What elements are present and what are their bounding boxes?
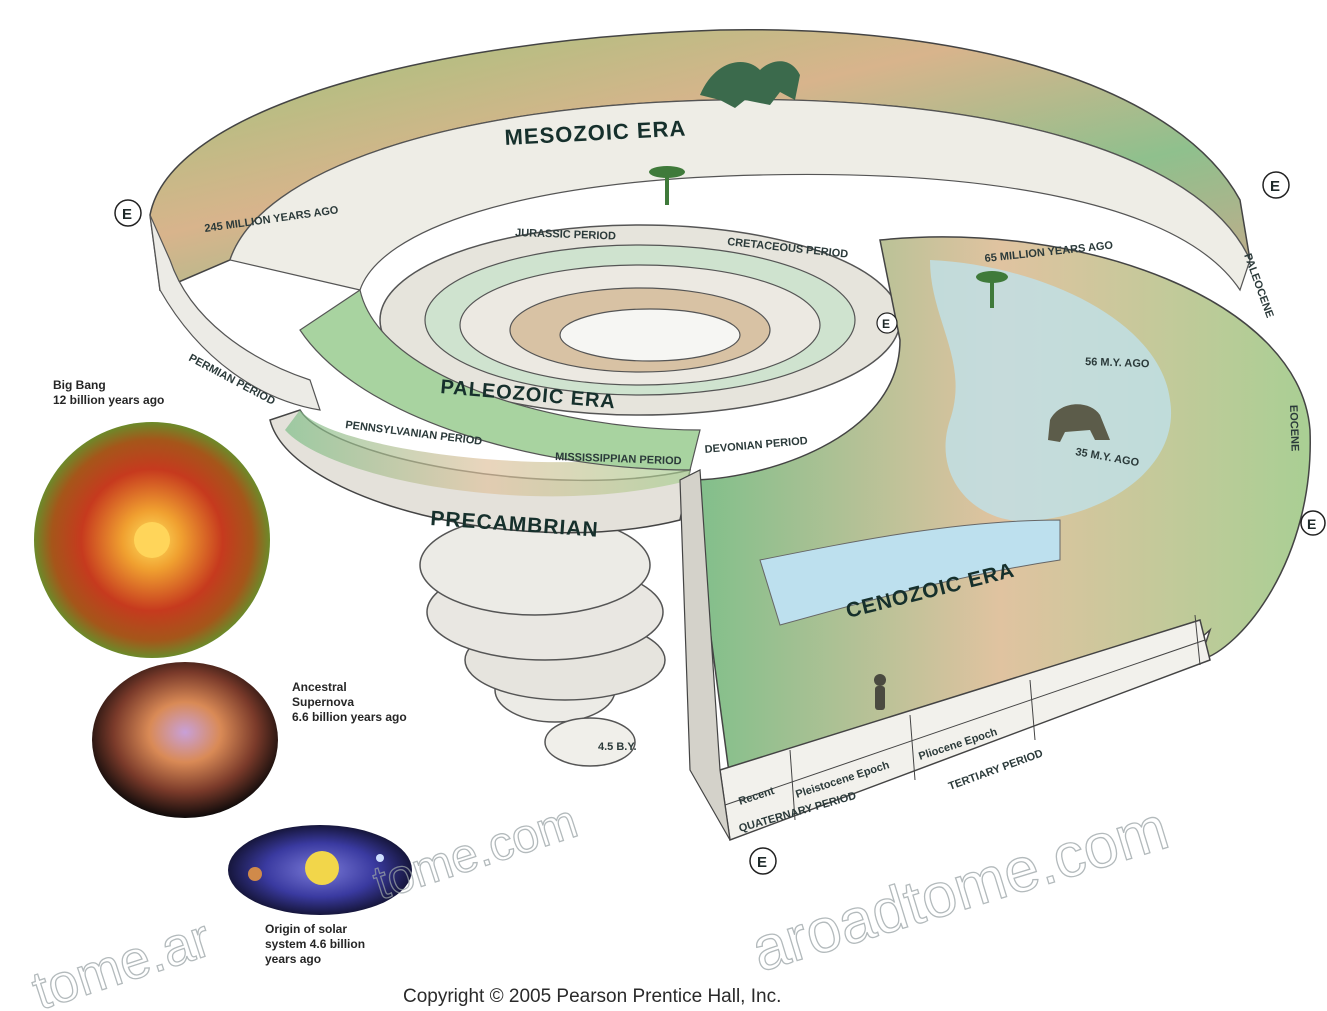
epoch-label-paleocene: PALEOCENE	[1241, 252, 1275, 320]
big-bang-caption-line2: 12 billion years ago	[53, 393, 164, 408]
marker-e-bottom: E	[750, 848, 776, 874]
supernova-caption-line1: Ancestral	[292, 680, 407, 695]
solar-caption-line1: Origin of solar	[265, 922, 365, 937]
period-label-tertiary: TERTIARY PERIOD	[947, 747, 1045, 792]
supernova-image	[92, 662, 278, 818]
marker-e-left: E	[115, 200, 141, 226]
solar-caption-line2: system 4.6 billion	[265, 937, 365, 952]
svg-text:E: E	[1307, 516, 1316, 532]
human-icon	[874, 674, 886, 710]
svg-text:tome.ar: tome.ar	[25, 908, 218, 1011]
marker-e-right-top: E	[1263, 172, 1289, 198]
marker-e-inner: E	[877, 313, 897, 333]
period-label-devonian: DEVONIAN PERIOD	[704, 435, 808, 456]
supernova-caption-line2: Supernova	[292, 695, 407, 710]
svg-text:E: E	[1270, 178, 1280, 195]
big-bang-image	[34, 422, 270, 658]
epoch-label-eocene: EOCENE	[1287, 405, 1301, 452]
solar-caption-line3: years ago	[265, 952, 365, 967]
age-label-4-5by: 4.5 B.Y.	[598, 741, 637, 753]
supernova-caption: Ancestral Supernova 6.6 billion years ag…	[292, 680, 407, 725]
watermark: aroadtome.com tome.ar tome.com	[25, 793, 1176, 1011]
solar-system-caption: Origin of solar system 4.6 billion years…	[265, 922, 365, 967]
svg-text:E: E	[122, 206, 132, 223]
svg-text:E: E	[757, 854, 767, 871]
supernova-caption-line3: 6.6 billion years ago	[292, 710, 407, 725]
age-label-56mya: 56 M.Y. AGO	[1085, 356, 1150, 370]
svg-text:tome.com: tome.com	[367, 795, 584, 911]
big-bang-caption: Big Bang 12 billion years ago	[53, 378, 164, 408]
big-bang-caption-line1: Big Bang	[53, 378, 164, 393]
marker-e-right: E	[1301, 511, 1325, 535]
svg-text:E: E	[882, 317, 890, 331]
copyright-notice: Copyright © 2005 Pearson Prentice Hall, …	[403, 986, 781, 1008]
svg-text:aroadtome.com: aroadtome.com	[744, 793, 1176, 985]
